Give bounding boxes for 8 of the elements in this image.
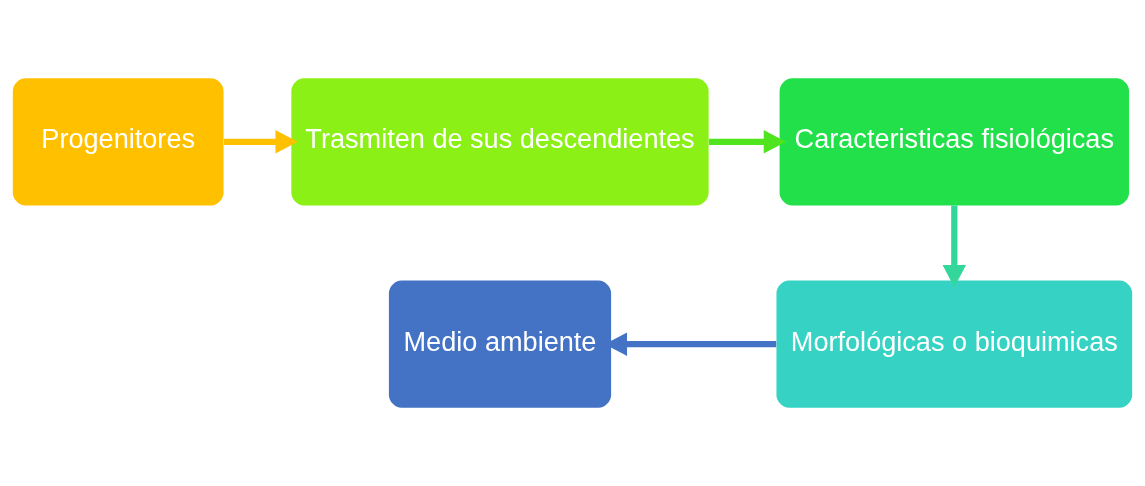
node-box: Caracteristicas fisiológicas [779,78,1130,206]
arrow [224,130,298,154]
arrow [708,130,787,154]
node-box: Morfológicas o bioquimicas [776,280,1133,408]
arrow [942,205,967,288]
node-box: Trasmiten de sus descendientes [291,78,709,206]
node-box: Medio ambiente [388,280,612,408]
node-box: Progenitores [12,78,224,206]
